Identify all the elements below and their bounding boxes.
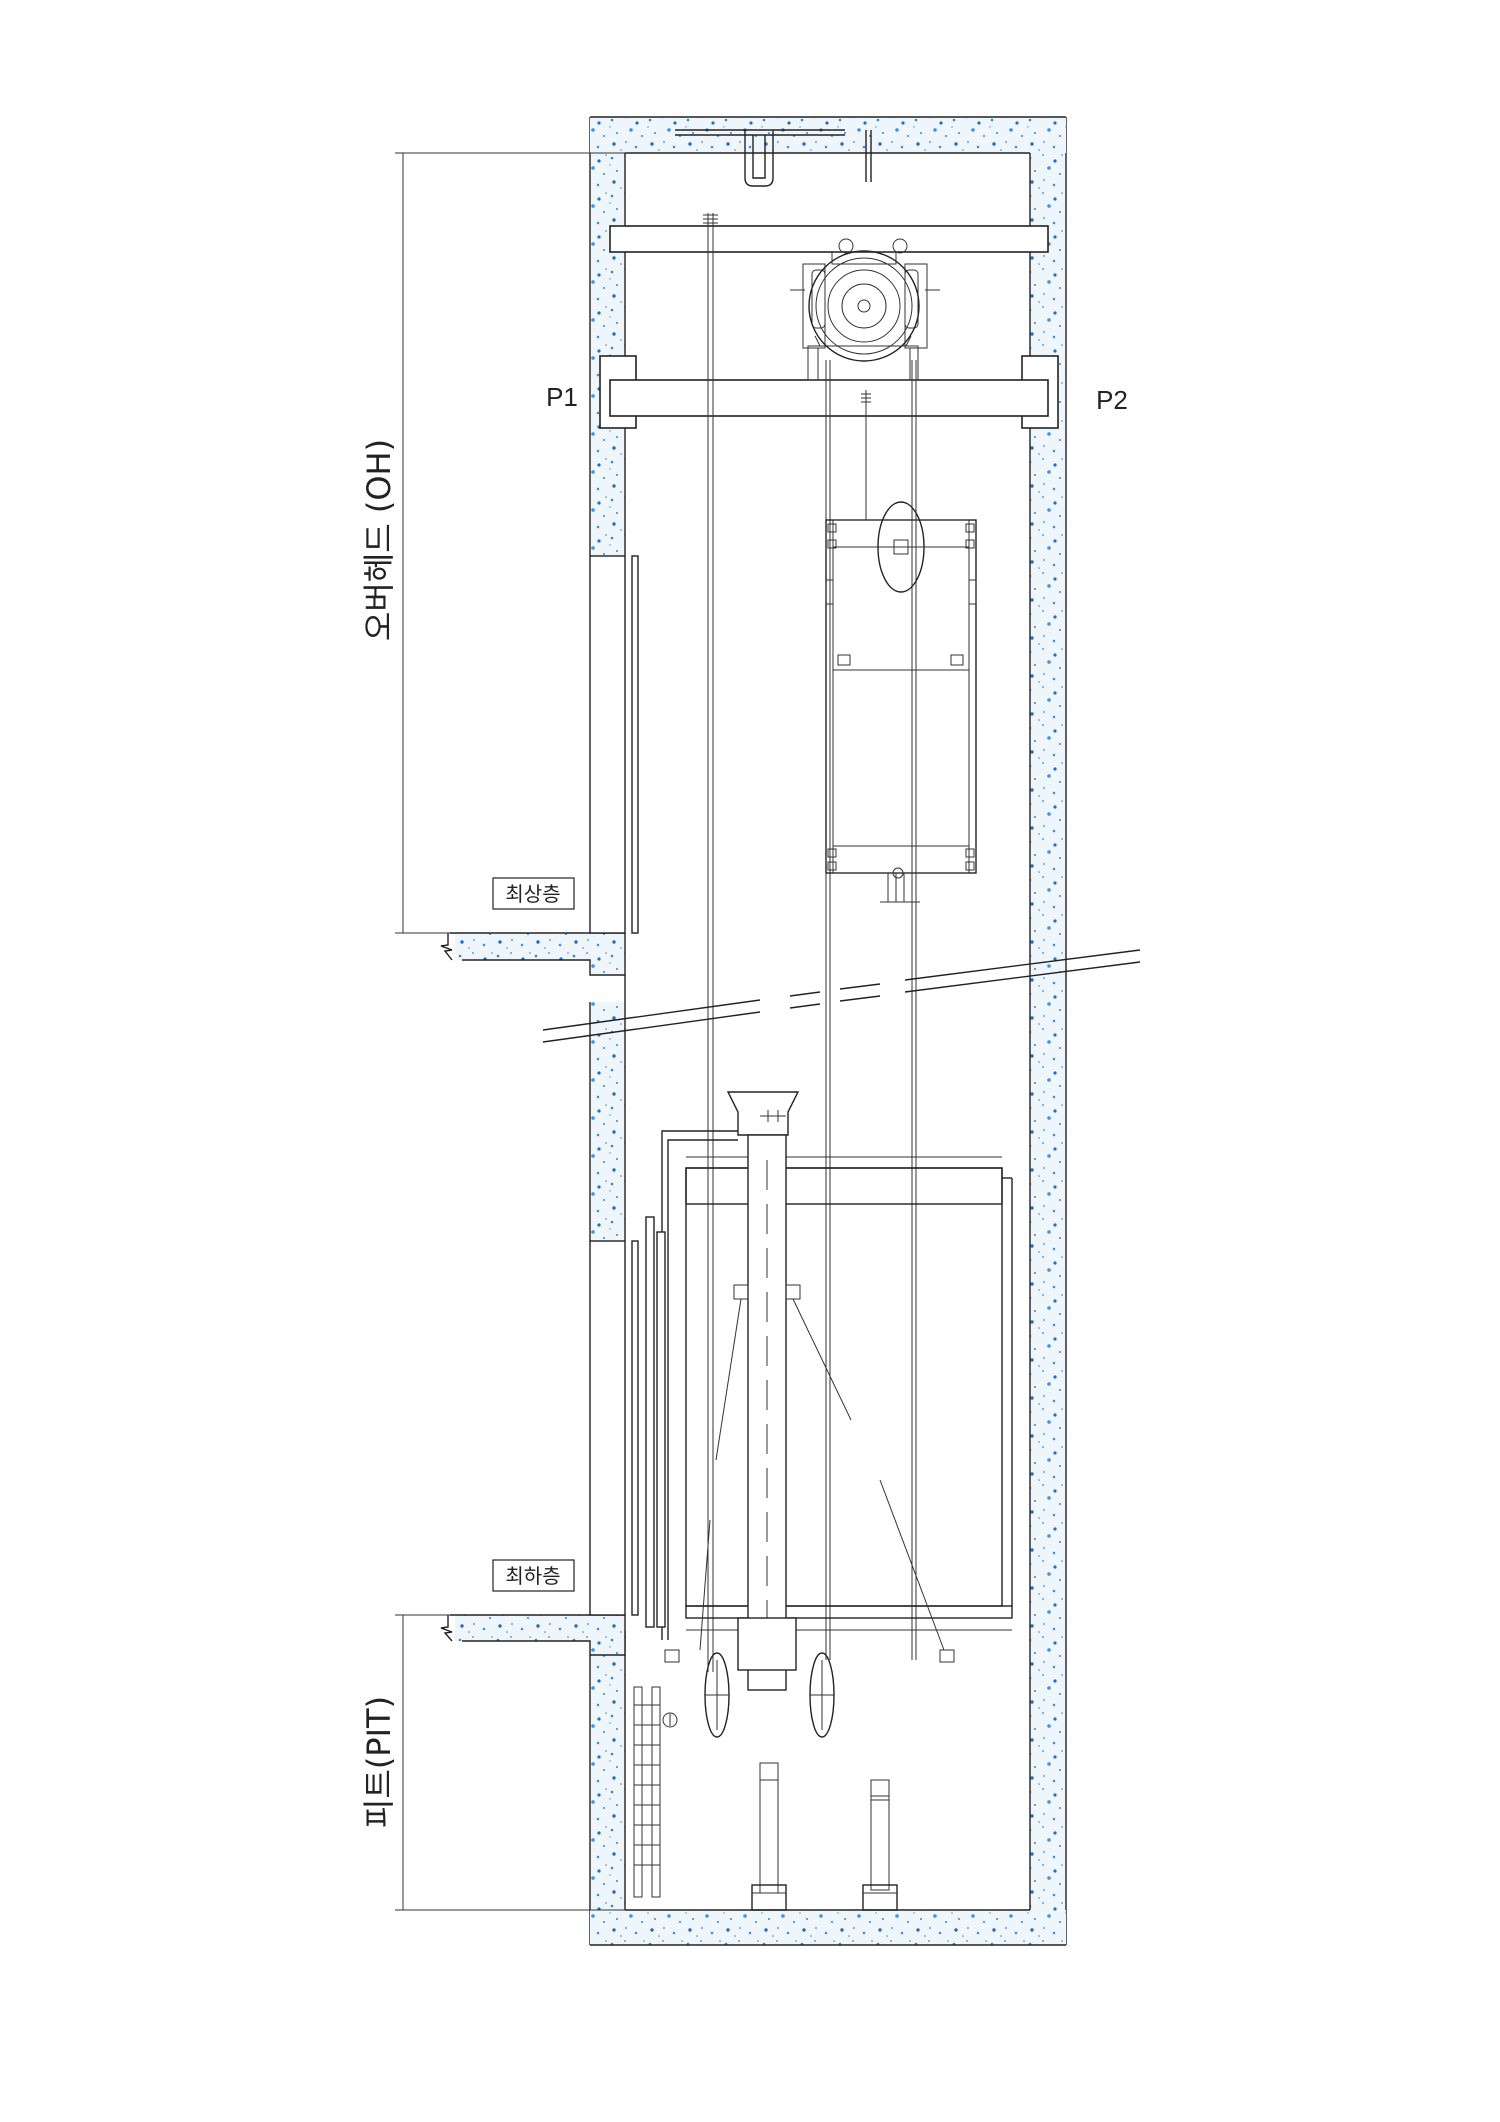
hoist-hook-rail	[675, 129, 872, 187]
pit-label: 피트(PIT)	[360, 1696, 398, 1828]
overhead-dimension	[395, 152, 625, 934]
left-wall-pit	[589, 1630, 626, 1945]
bottom-floor-label-box	[492, 1559, 575, 1592]
counterweight	[825, 501, 977, 903]
left-wall-middle	[589, 975, 626, 1241]
car-buffer	[751, 1762, 787, 1911]
pit-floor-slab	[590, 1909, 1066, 1946]
top-floor-label: 최상층	[505, 883, 560, 906]
counterweight-buffer	[862, 1779, 898, 1911]
pillar-p1-label: P1	[546, 382, 578, 412]
top-floor-slab	[440, 932, 626, 976]
lower-machine-beam	[599, 355, 1059, 429]
bottom-floor-slab	[440, 1614, 626, 1656]
car-buffer-rollers	[704, 1652, 835, 1738]
car-guide-rail-left	[703, 213, 718, 1672]
bottom-floor-label: 최하층	[505, 1565, 560, 1588]
top-floor-hall-door	[589, 555, 639, 934]
hoist-ropes	[825, 360, 917, 1660]
bottom-floor-hall-door	[589, 1240, 639, 1616]
left-wall-upper	[589, 117, 626, 556]
break-line	[542, 949, 1141, 1043]
upper-machine-beam	[609, 225, 1049, 253]
car-tension-rods	[664, 1284, 955, 1663]
car-door-frame	[645, 1130, 738, 1640]
car-sling-top	[726, 1091, 800, 1136]
pit-dimension	[395, 1614, 625, 1911]
car-cabin	[685, 1156, 1013, 1631]
pillar-p2-label: P2	[1096, 385, 1128, 415]
pit-ladder	[633, 1686, 678, 1898]
traction-machine	[790, 238, 940, 381]
car-sling-stile	[737, 1134, 797, 1691]
top-floor-label-box	[492, 877, 575, 910]
overhead-label: 오버헤드 (OH)	[360, 439, 398, 641]
